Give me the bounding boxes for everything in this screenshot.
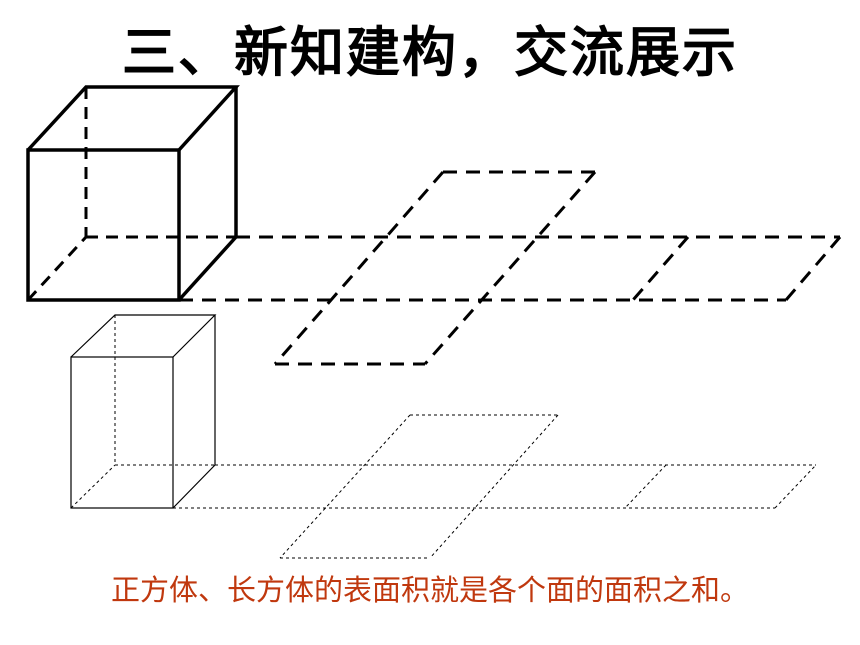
slide-title: 三、新知建构，交流展示 xyxy=(122,21,738,84)
cube-net-strip-right-edge xyxy=(784,236,842,301)
prism-front-face xyxy=(70,356,174,509)
cube-visible-edges xyxy=(26,85,240,302)
prism-net-right-diagonal xyxy=(429,414,559,559)
cube-front-face xyxy=(26,148,181,302)
cube-net-right-diagonal xyxy=(423,171,597,365)
slide-caption: 正方体、长方体的表面积就是各个面的面积之和。 xyxy=(110,573,749,607)
prism-top-face xyxy=(70,314,217,358)
cube-hidden-diagonal xyxy=(26,235,88,302)
prism-net xyxy=(173,414,817,559)
prism-figure xyxy=(70,314,217,509)
prism-hidden-edges xyxy=(70,315,215,509)
cube-top-face xyxy=(26,85,240,152)
cube-net-end-divider xyxy=(631,236,690,301)
cube-net-left-diagonal xyxy=(273,171,445,365)
cube-right-bottom-edge xyxy=(177,235,238,302)
prism-net-left-diagonal xyxy=(279,414,411,559)
prism-net-end-divider xyxy=(624,464,667,509)
prism-hidden-diagonal xyxy=(70,464,116,509)
cube-net xyxy=(179,170,842,366)
cube-figure xyxy=(26,85,240,302)
cube-hidden-edges xyxy=(26,87,236,302)
prism-right-bottom-edge xyxy=(172,464,216,509)
prism-net-strip-right-edge xyxy=(774,464,817,509)
prism-visible-edges xyxy=(70,314,217,509)
